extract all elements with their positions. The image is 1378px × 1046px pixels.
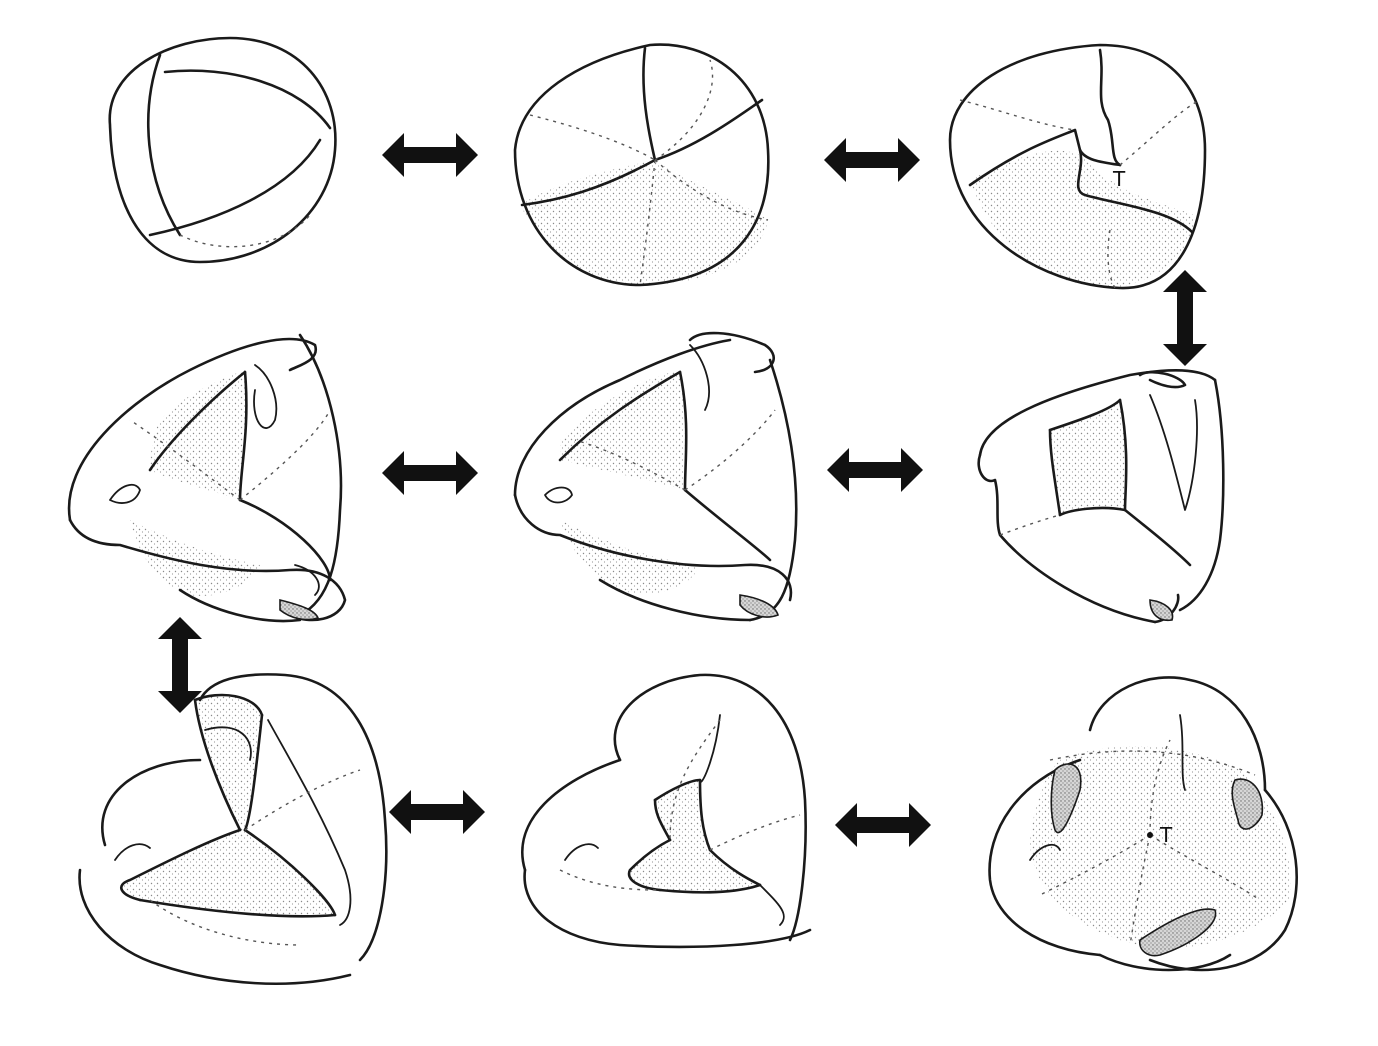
stage-9-everted-surface: T bbox=[988, 676, 1298, 972]
stage-7-everted-surface bbox=[78, 673, 388, 985]
stage-3-label: T bbox=[1112, 167, 1126, 191]
double-arrow-5-to-4 bbox=[382, 451, 478, 495]
double-arrow-4-to-7 bbox=[158, 617, 202, 713]
double-arrow-3-to-6 bbox=[1163, 270, 1207, 366]
double-arrow-7-to-8 bbox=[389, 790, 485, 834]
double-arrow-2-to-3 bbox=[824, 138, 920, 182]
stage-4-twisted-surface bbox=[67, 333, 347, 623]
stage-6-twisted-surface bbox=[977, 368, 1225, 624]
double-arrow-6-to-5 bbox=[827, 448, 923, 492]
stage-5-twisted-surface bbox=[513, 331, 798, 622]
double-arrow-1-to-2 bbox=[382, 133, 478, 177]
stage-1-sphere bbox=[108, 36, 337, 264]
stage-3-notched-cube: T bbox=[948, 43, 1207, 290]
stage-8-everted-surface bbox=[521, 673, 812, 949]
arrows-layer bbox=[158, 133, 1207, 847]
stage-2-rounded-cube bbox=[513, 43, 770, 287]
stage-9-label: T bbox=[1159, 823, 1173, 847]
double-arrow-8-to-9 bbox=[835, 803, 931, 847]
